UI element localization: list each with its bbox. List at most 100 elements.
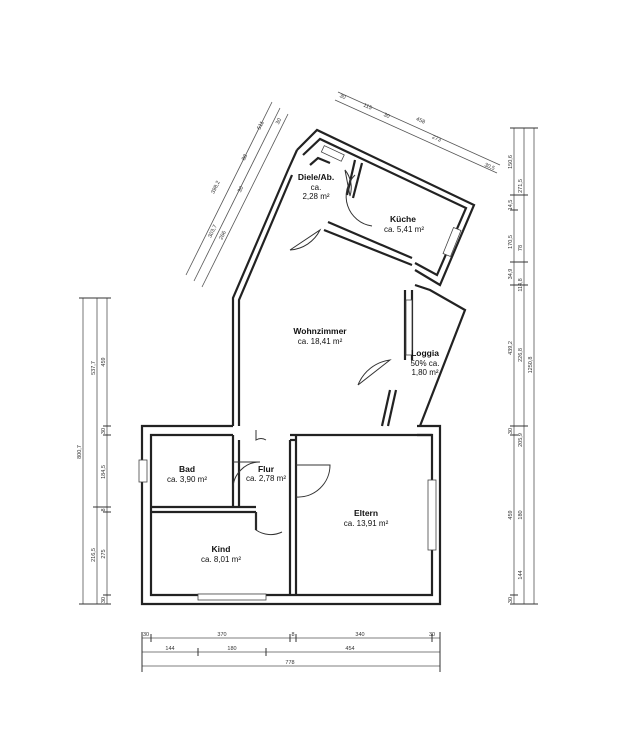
dim-right-2715: 271,5 [518,179,524,193]
dim-line-top-1 [337,91,501,166]
outer-wall-bottom-block-inner [149,433,434,597]
room-name-kueche: Küche [390,214,416,224]
room-name-eltern: Eltern [354,508,378,518]
dim-left-2165: 216,5 [91,548,97,562]
dim-diag-3982: 398,2 [210,180,221,195]
dim-left-1845: 184,5 [101,465,107,479]
wall-kueche-bottom [323,228,413,267]
wall-living-bottom-right [380,389,392,427]
window-eltern [427,479,437,551]
dim-right-30b: 30 [508,597,514,603]
dim-left-8: 8 [101,508,107,511]
room-area-diele-2: 2,28 m² [302,192,329,201]
room-name-wohnzimmer: Wohnzimmer [293,326,347,336]
room-name-flur: Flur [258,464,275,474]
wall-kueche-bottom-2 [327,220,413,260]
wall-diele-kueche-2 [351,162,364,199]
dim-left-30a: 30 [101,428,107,434]
dim-line-diag-2 [193,107,281,282]
dim-right-4392: 439,2 [508,341,514,355]
room-name-loggia: Loggia [411,348,439,358]
dim-right-12508: 1250,8 [528,357,534,374]
dim-diag-3037: 303,7 [207,224,218,239]
wall-diele-inner [302,137,468,277]
dim-diag-30a: 30 [275,117,283,125]
dim-bottom-144: 144 [165,646,174,652]
dim-diag-88: 88 [241,153,249,161]
dim-right-1705: 170,5 [508,235,514,249]
dim-right-2059: 205,9 [518,433,524,447]
dim-right-1506: 150,6 [508,155,514,169]
room-area-wohnzimmer: ca. 18,41 m² [298,337,343,346]
window-loggia [405,299,413,356]
dim-right-1148: 114,8 [518,278,524,291]
door-flur-entry [255,430,267,441]
dim-right-180: 180 [518,510,524,519]
dim-left-459: 459 [101,357,107,366]
wall-diele-pocket [309,156,331,166]
room-area-diele-1: ca. [311,183,322,192]
door-kueche-swing [345,174,373,227]
dim-line-diag-1 [185,101,273,276]
dim-top-273: 273 [431,134,442,143]
dim-top-115: 115 [362,103,372,112]
windows [138,145,462,601]
room-name-diele: Diele/Ab. [298,172,334,182]
dim-right-30a: 30 [508,428,514,434]
room-name-kind: Kind [212,544,231,554]
dim-left-5377: 537,7 [91,361,97,375]
dim-line-top-2 [334,99,498,174]
dim-right-78: 78 [518,245,524,251]
dim-diag-266: 266 [218,230,227,241]
wall-wohnzimmer-left [231,149,299,426]
dim-bottom-454: 454 [345,646,354,652]
dim-top-30b: 30 [382,112,390,120]
dim-bottom-370: 370 [217,632,226,638]
dim-diag-30b: 30 [237,185,245,193]
window-kueche [442,227,462,257]
door-eltern [295,464,331,498]
door-diele-wohnzimmer [289,228,322,251]
dim-bottom-8: 8 [291,632,294,638]
dim-left-30b: 30 [101,597,107,603]
room-area-bad: ca. 3,90 m² [167,475,207,484]
room-area-eltern: ca. 13,91 m² [344,519,389,528]
window-bad [138,459,148,483]
wall-loggia [414,283,467,427]
room-labels: Diele/Ab. ca. 2,28 m² Küche ca. 5,41 m² … [167,172,439,564]
wall-living-bottom-right-2 [386,389,398,427]
dim-right-349: 34,9 [508,269,514,280]
dim-diag-511: 511 [256,120,265,131]
room-area-flur: ca. 2,78 m² [246,474,286,483]
dim-top-458: 458 [415,116,426,125]
dim-right-144: 144 [518,570,524,579]
room-area-loggia-2: 1,80 m² [411,368,438,377]
door-loggia [357,359,392,386]
room-area-kind: ca. 8,01 m² [201,555,241,564]
dim-right-459: 459 [508,510,514,519]
door-bad [232,461,261,491]
room-area-loggia-1: 50% ca. [411,359,440,368]
room-name-bad: Bad [179,464,195,474]
dim-bottom-30a: 30 [143,632,149,638]
dimension-lines: 30 370 8 340 30 144 180 454 778 459 30 1… [77,91,538,672]
dim-bottom-778: 778 [285,660,294,666]
dim-left-8007: 800,7 [77,445,83,459]
dim-line-diag-3 [201,113,289,288]
dim-top-305: 30,5 [483,162,495,172]
dim-bottom-30b: 30 [429,632,435,638]
window-diele [320,145,345,162]
walls [140,128,476,606]
window-kind [197,593,267,601]
wall-wohnzimmer-left-inner [237,174,294,426]
dim-right-2268: 226,8 [518,348,524,362]
dim-right-145: 14,5 [508,200,514,211]
outer-wall-bottom-block [140,424,442,606]
doors [232,169,392,536]
dim-bottom-180: 180 [227,646,236,652]
dim-left-275: 275 [101,549,107,558]
wall-diele-outer [296,128,476,287]
room-area-kueche: ca. 5,41 m² [384,225,424,234]
door-kind [255,512,283,536]
